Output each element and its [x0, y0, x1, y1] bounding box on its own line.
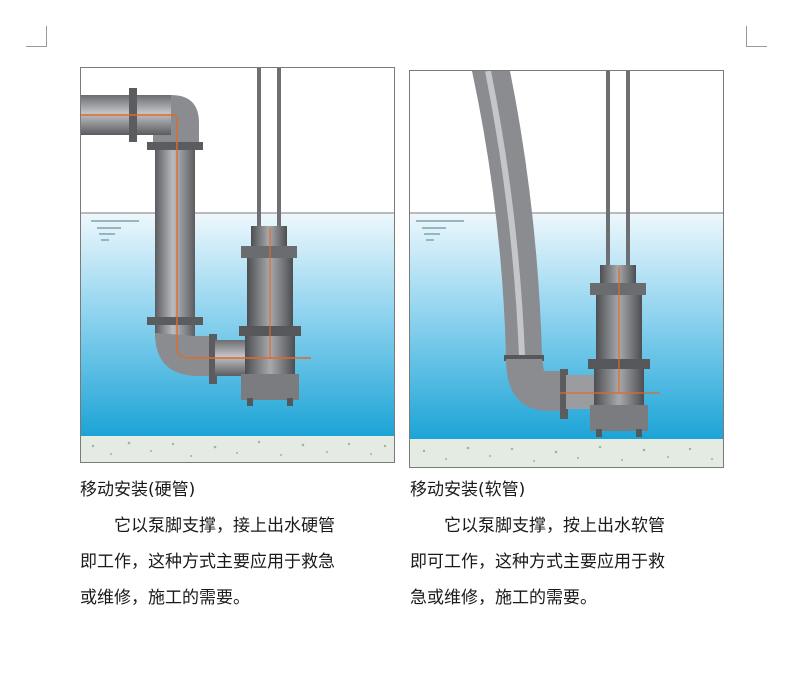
illustration-rigid-pipe — [80, 67, 395, 463]
caption-rigid-pipe: 移动安装(硬管) — [80, 480, 196, 500]
description-line: 即可工作，这种方式主要应用于救 — [410, 552, 665, 572]
description-line: 它以泵脚支撑，按上出水软管 — [410, 516, 665, 536]
discharge-pipe-vertical — [155, 146, 195, 336]
crop-mark-top-right — [746, 26, 767, 47]
description-flexible-hose: 它以泵脚支撑，按上出水软管 即可工作，这种方式主要应用于救 急或维修，施工的需要… — [410, 508, 735, 616]
description-line: 即工作，这种方式主要应用于救急 — [80, 552, 335, 572]
caption-flexible-hose: 移动安装(软管) — [410, 480, 526, 500]
water-level-symbol — [91, 220, 139, 241]
flexible-hose — [472, 71, 542, 356]
crop-mark-top-left — [26, 26, 47, 47]
floor-gravel — [81, 436, 394, 462]
description-line: 它以泵脚支撑，接上出水硬管 — [80, 516, 335, 536]
illustration-flexible-hose — [409, 70, 724, 468]
description-line: 或维修，施工的需要。 — [80, 588, 250, 608]
water-level-symbol-right — [416, 220, 464, 241]
water-body — [81, 213, 394, 438]
floor-gravel-right — [410, 439, 723, 467]
description-rigid-pipe: 它以泵脚支撑，接上出水硬管 即工作，这种方式主要应用于救急 或维修，施工的需要。 — [80, 508, 405, 616]
description-line: 急或维修，施工的需要。 — [410, 588, 597, 608]
